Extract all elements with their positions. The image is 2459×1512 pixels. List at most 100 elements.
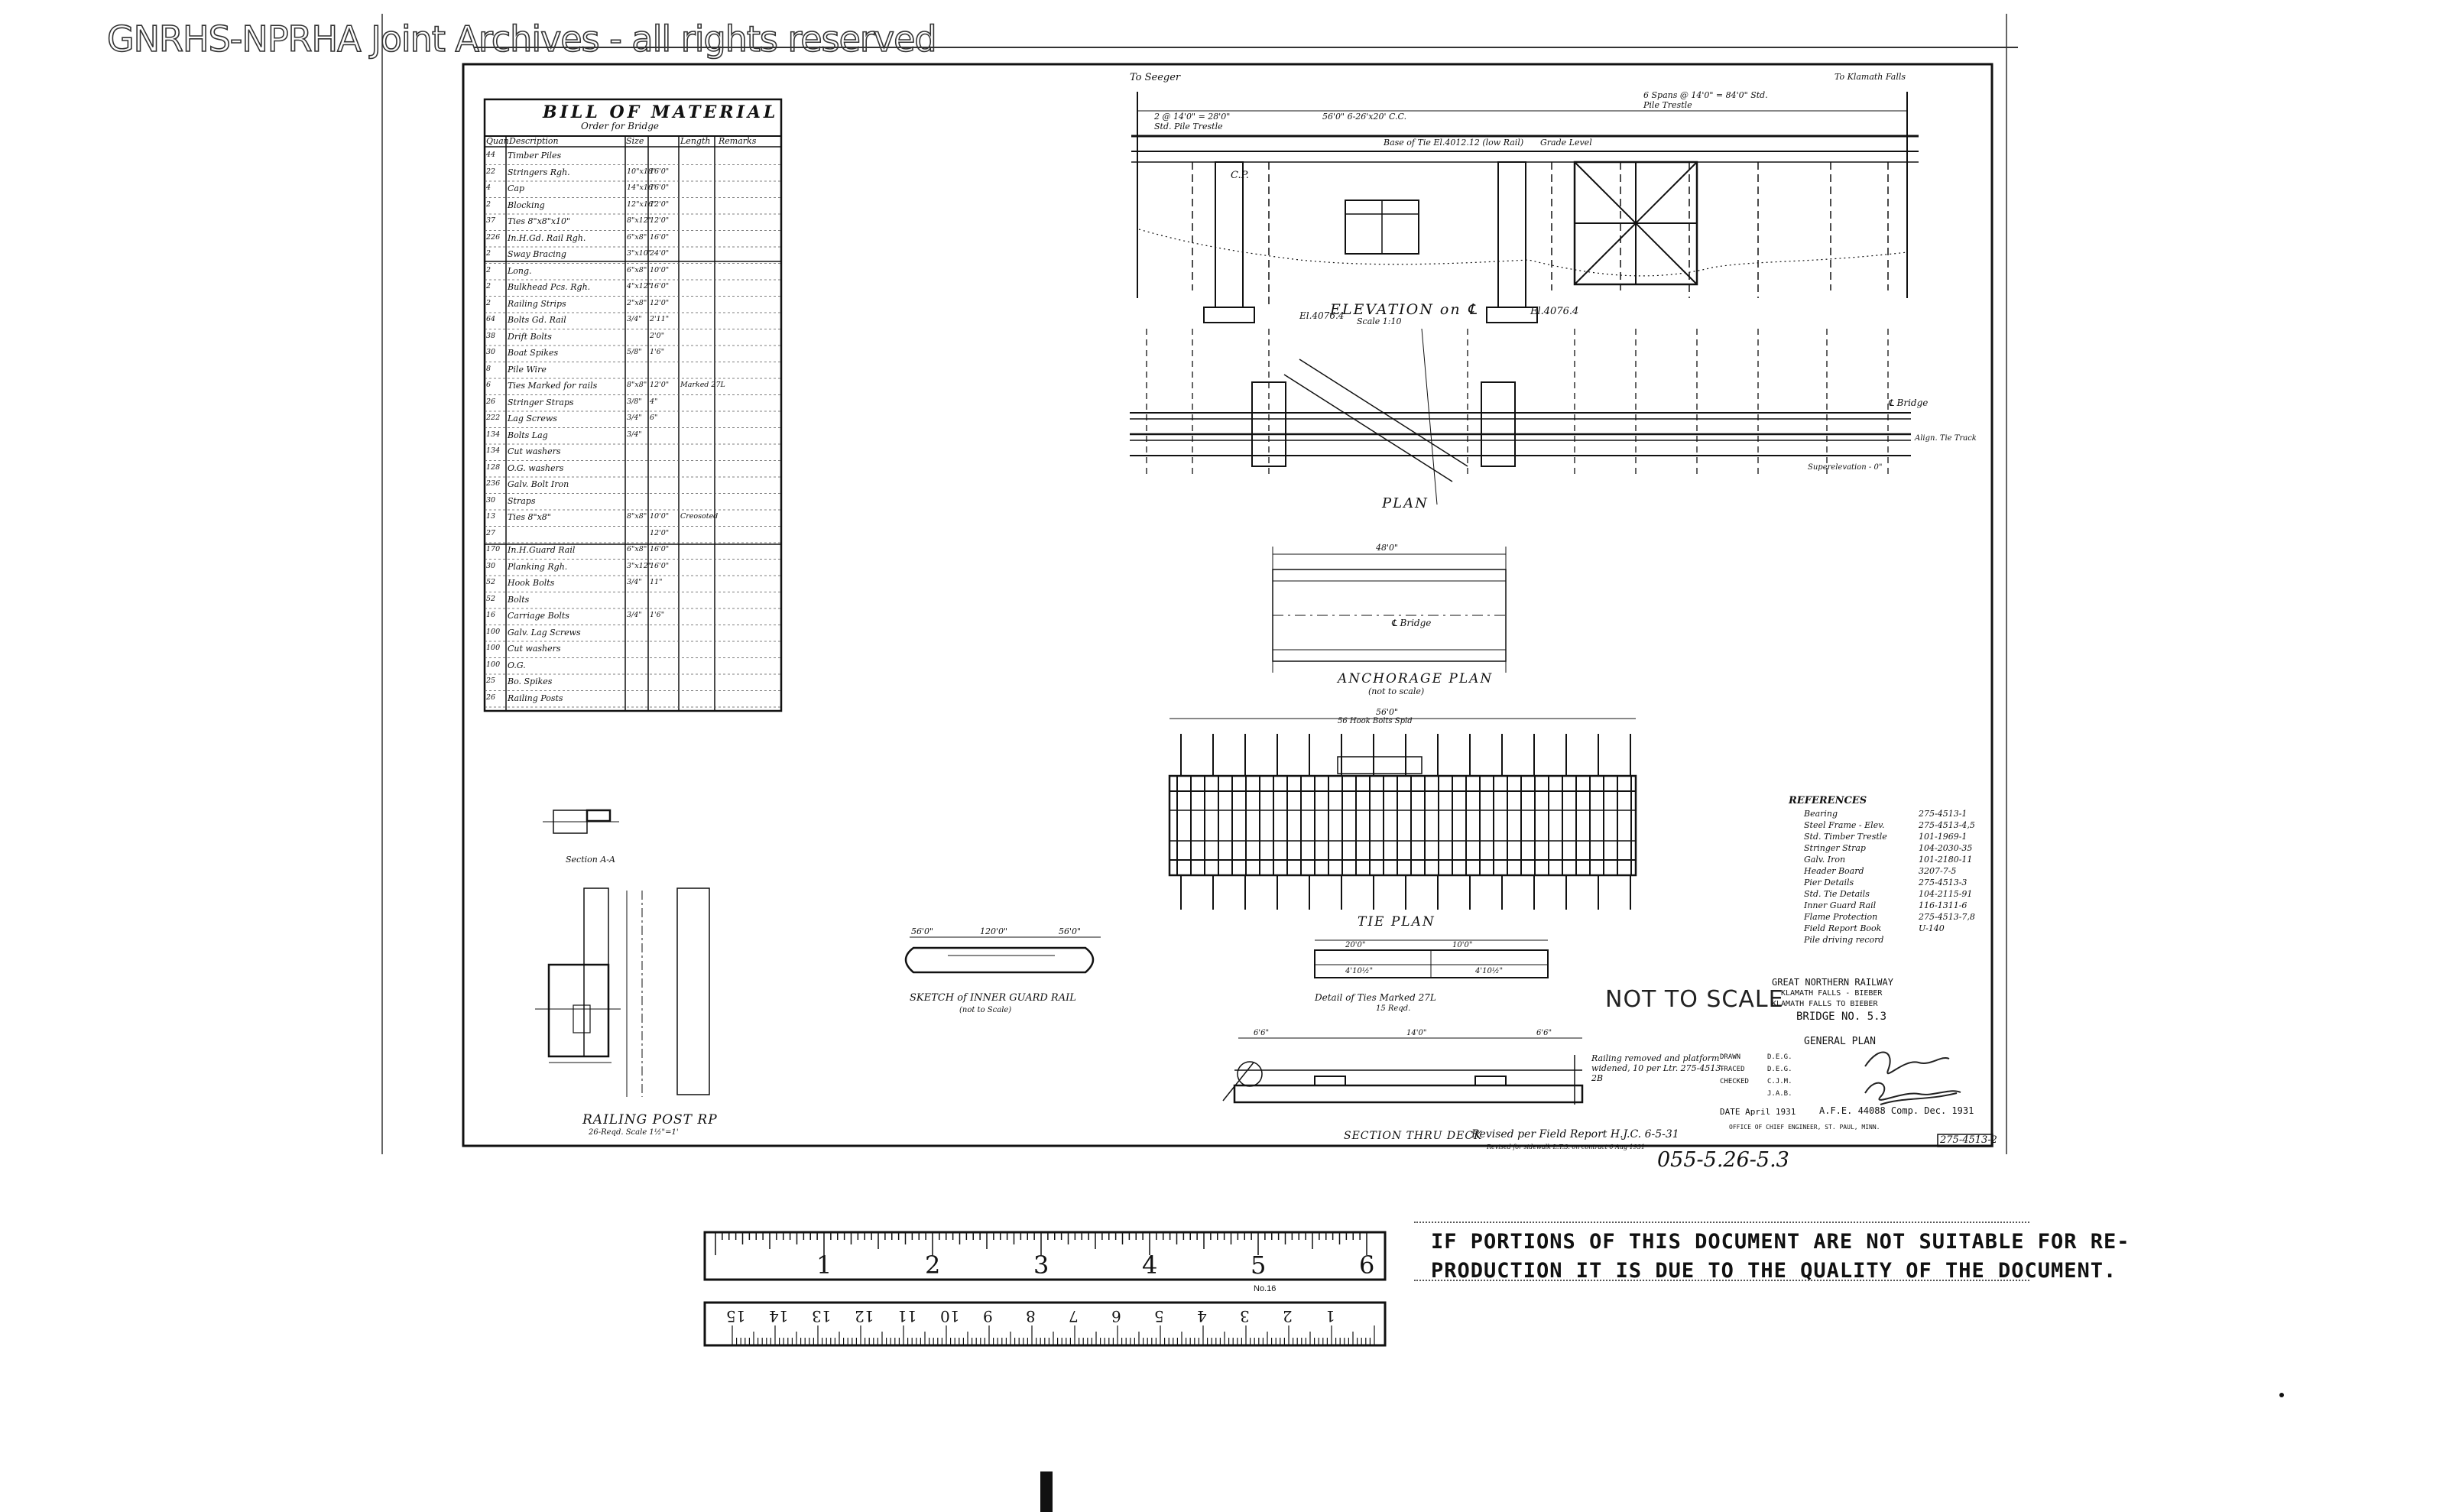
cm-label: 1 [1325, 1307, 1335, 1325]
guard-rail-sketch [904, 936, 1101, 974]
bill-cell: 16'0" [650, 232, 670, 242]
bill-cell: 4"x12" [627, 282, 652, 290]
railway-line: KLAMATH FALLS TO BIEBER [1772, 1000, 1878, 1008]
bill-of-material-table [483, 98, 783, 712]
el-left: El.4076.4 [1299, 310, 1345, 321]
anchorage-subtitle: (not to scale) [1368, 686, 1425, 696]
elev-mid-note: 56'0" 6-26'x20' C.C. [1322, 112, 1407, 122]
bill-cell: 12'0" [650, 528, 670, 537]
bill-cell: 222 [486, 414, 501, 422]
reference-label: Flame Protection [1804, 912, 1878, 922]
bill-cell: 6 [486, 381, 491, 389]
tie-plan-title: TIE PLAN [1358, 914, 1435, 930]
bill-cell: 13 [486, 512, 496, 521]
reference-number: 3207-7-5 [1919, 866, 1957, 876]
bill-cell: 14"x16" [627, 183, 657, 192]
bill-cell: 24'0" [650, 249, 670, 258]
bill-cell: Galv. Lag Screws [508, 627, 581, 638]
bill-cell: 3/4" [627, 611, 642, 619]
bill-cell: Bolts Gd. Rail [508, 315, 566, 325]
reference-label: Steel Frame - Elev. [1804, 820, 1885, 830]
bill-cell: 3/4" [627, 315, 642, 323]
bill-cell: 2 [486, 265, 491, 274]
elev-left-note: 2 @ 14'0" = 28'0" Std. Pile Trestle [1154, 112, 1231, 131]
bill-cell: Bolts Lag [508, 430, 548, 440]
bill-cell: Sway Bracing [508, 249, 566, 259]
reference-item: Steel Frame - Elev.275-4513-4,5 [1804, 820, 1975, 830]
tie-plan-drawing [1168, 718, 1637, 910]
bill-cell: Galv. Bolt Iron [508, 479, 569, 489]
bill-cell: 38 [486, 331, 496, 340]
bill-cell: 2"x8" [627, 298, 647, 307]
bill-cell: Bo. Spikes [508, 677, 553, 686]
bill-cell: Railing Posts [508, 693, 563, 703]
tie-plan-note: 56 Hook Bolts Spld [1338, 717, 1413, 725]
el-right: El.4076.4 [1530, 306, 1579, 317]
bill-cell: 10"x18" [627, 167, 657, 176]
bill-cell: 2 [486, 200, 491, 209]
bill-cell: 2 [486, 249, 491, 258]
reference-label: Header Board [1804, 866, 1864, 876]
cap-label: C.P. [1231, 170, 1249, 181]
measuring-ruler [703, 1231, 1387, 1347]
bill-cell: Bolts [508, 594, 530, 605]
bill-cell: 44 [486, 151, 496, 159]
reference-number: 101-2180-11 [1919, 855, 1973, 865]
plan-title: PLAN [1382, 495, 1429, 511]
reference-number: 275-4513-3 [1919, 878, 1968, 887]
deck-dim-2: 14'0" [1406, 1029, 1427, 1037]
bill-cell: 64 [486, 315, 496, 323]
grade-level-label: Grade Level [1540, 138, 1592, 148]
bill-cell: 12'0" [650, 381, 670, 389]
bill-cell: 8 [486, 364, 491, 373]
header-quan: Quan. [486, 136, 512, 146]
bill-cell: Marked 27L [680, 381, 725, 389]
bill-cell: 30 [486, 348, 496, 356]
bill-cell: 6"x8" [627, 265, 647, 274]
bill-cell: 100 [486, 660, 501, 669]
bill-cell: Cap [508, 183, 525, 193]
bill-cell: 22 [486, 167, 496, 176]
signatures [1864, 1051, 1961, 1105]
cm-label: 11 [897, 1307, 917, 1325]
anchorage-title: ANCHORAGE PLAN [1338, 671, 1494, 686]
bill-cell: 30 [486, 495, 496, 505]
bill-cell: Carriage Bolts [508, 611, 569, 621]
handwritten-file-number: 055-5.26-5.3 [1657, 1148, 1789, 1172]
cm-label: 9 [983, 1307, 993, 1325]
railing-post-drawing [535, 887, 710, 1097]
bill-cell: 52 [486, 578, 496, 586]
inch-label: 2 [925, 1251, 941, 1280]
title-block-initials: J.A.B. [1767, 1090, 1792, 1098]
reference-number: 116-1311-6 [1919, 900, 1968, 910]
cm-label: 13 [812, 1307, 832, 1325]
reference-number: 104-2115-91 [1919, 889, 1973, 899]
bill-cell: 30 [486, 561, 496, 570]
bill-cell: 6" [650, 414, 658, 422]
bill-cell: 134 [486, 430, 501, 439]
section-aa-title: Section A-A [566, 855, 615, 865]
bill-cell: 2'0" [650, 331, 665, 340]
archive-watermark: GNRHS-NPRHA Joint Archives - all rights … [106, 18, 937, 60]
guard-rail-dim-1: 56'0" [911, 926, 934, 936]
reference-number: U-140 [1919, 923, 1945, 933]
bill-cell: 27 [486, 528, 496, 537]
elevation-drawing [1131, 92, 1919, 323]
bill-subtitle: Order for Bridge [581, 121, 659, 131]
